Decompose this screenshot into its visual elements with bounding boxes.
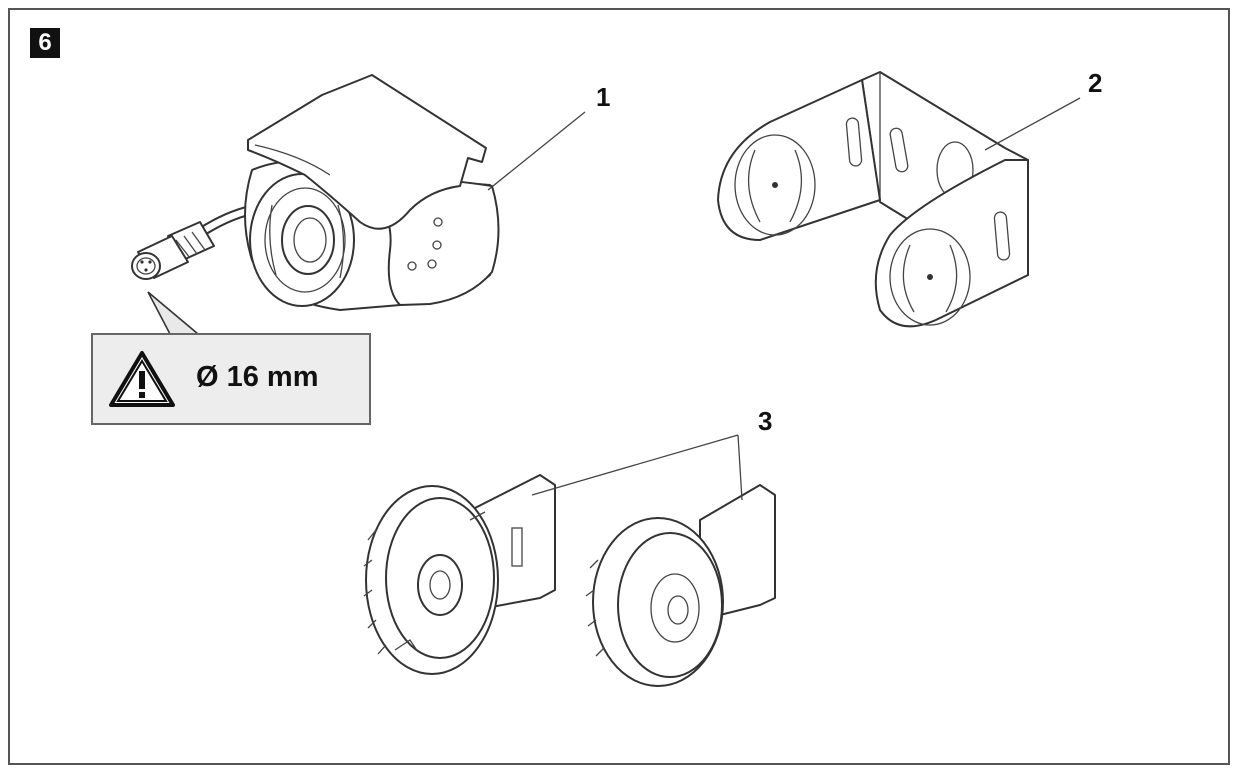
cable-connector [131, 221, 215, 280]
leader-line-3a [531, 434, 739, 496]
adapter-left-drawing [363, 474, 556, 675]
figure-number-badge: 6 [30, 28, 60, 58]
warning-triangle-icon [109, 351, 175, 407]
callout-1: 1 [596, 82, 611, 112]
leader-line-2 [984, 97, 1081, 151]
u-bracket-drawing [717, 71, 1029, 328]
callout-3: 3 [758, 406, 773, 436]
camera-drawing [131, 74, 500, 311]
leader-line-1 [487, 111, 586, 191]
leader-line-3b [737, 434, 743, 501]
callout-2: 2 [1088, 68, 1103, 98]
warning-box: Ø 16 mm [91, 333, 371, 425]
adapter-right-drawing [585, 484, 776, 687]
warning-pointer [147, 291, 201, 335]
warning-text: Ø 16 mm [196, 361, 319, 393]
